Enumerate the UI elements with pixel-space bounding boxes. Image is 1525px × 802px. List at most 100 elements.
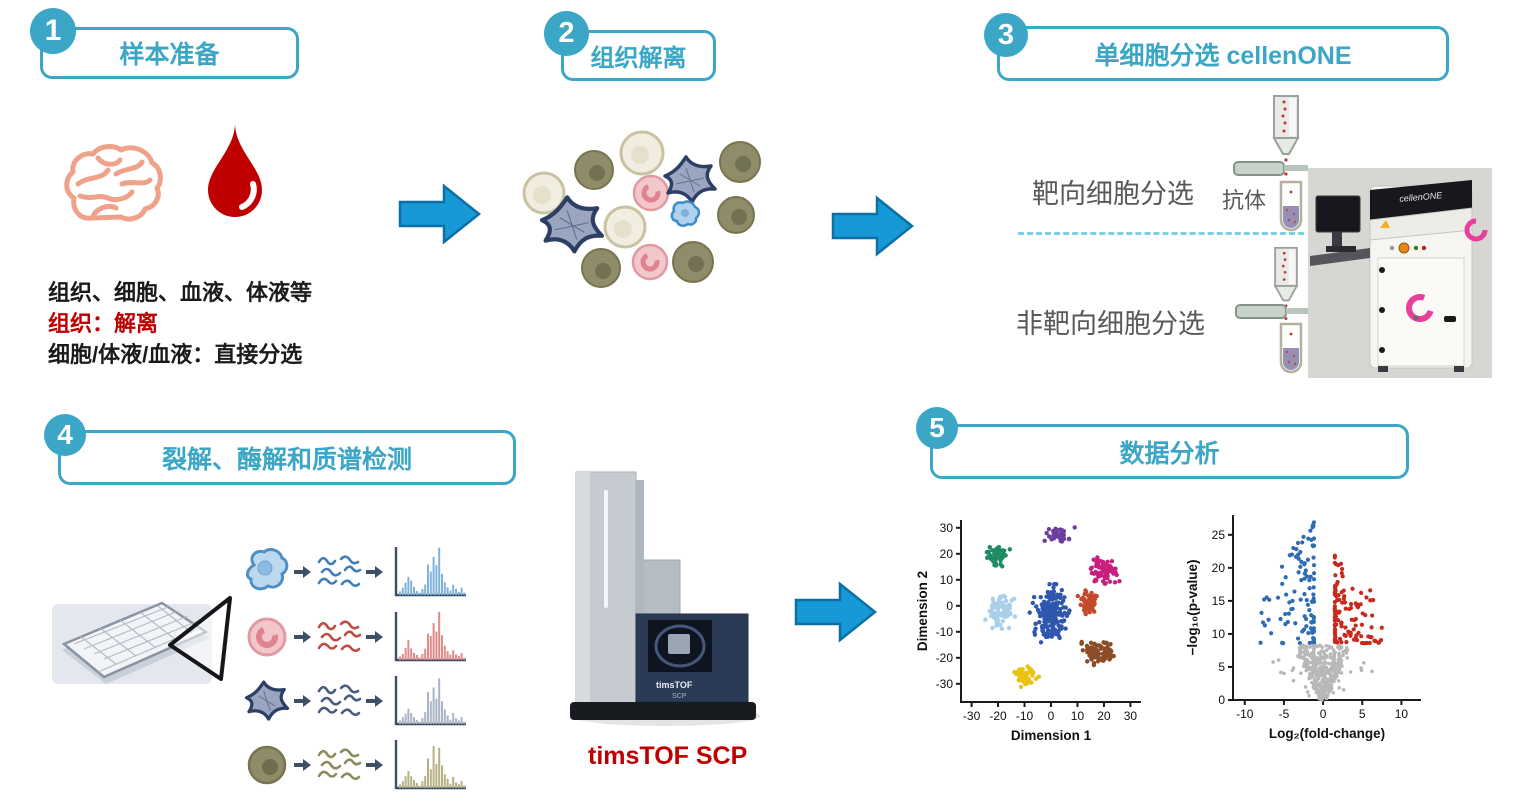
svg-text:-10: -10 bbox=[1016, 709, 1034, 723]
svg-text:10: 10 bbox=[1395, 707, 1409, 721]
collection-tube-bottom bbox=[1279, 322, 1303, 374]
svg-text:10: 10 bbox=[1212, 627, 1226, 641]
sample-types-text: 组织、细胞、血液、体液等 组织：解离 细胞/体液/血液：直接分选 bbox=[48, 277, 312, 370]
step-5-title-box: 数据分析 bbox=[930, 424, 1409, 479]
svg-text:-20: -20 bbox=[936, 651, 954, 665]
ms-row-blue bbox=[244, 543, 468, 601]
svg-text:5: 5 bbox=[1359, 707, 1366, 721]
olive-cells bbox=[574, 141, 761, 288]
timstof-label: timsTOF SCP bbox=[588, 742, 748, 770]
ms-row-olive bbox=[244, 736, 468, 794]
well-plate-and-magnifier bbox=[52, 596, 232, 684]
svg-text:25: 25 bbox=[1212, 528, 1226, 542]
right-arrow-icon bbox=[366, 695, 383, 707]
svg-text:0: 0 bbox=[1320, 707, 1327, 721]
svg-text:5: 5 bbox=[1218, 660, 1225, 674]
sample-line-1: 组织、细胞、血液、体液等 bbox=[48, 280, 313, 305]
blood-drop-icon bbox=[208, 123, 262, 217]
svg-text:20: 20 bbox=[1212, 561, 1226, 575]
step-2-badge: 2 bbox=[544, 11, 589, 56]
dispense-nozzle-bottom bbox=[1235, 304, 1310, 319]
timstof-instrument-illustration: timsTOF SCP bbox=[570, 471, 760, 726]
mass-spectrum-chart bbox=[394, 676, 466, 726]
step-4-title-box: 裂解、酶解和质谱检测 bbox=[58, 430, 516, 485]
svg-text:Dimension 1: Dimension 1 bbox=[1011, 728, 1092, 743]
timstof-panel-model: SCP bbox=[672, 693, 687, 700]
brain-icon bbox=[64, 144, 163, 222]
svg-text:-20: -20 bbox=[989, 709, 1007, 723]
svg-text:20: 20 bbox=[940, 547, 954, 561]
svg-text:0: 0 bbox=[946, 599, 953, 613]
untargeted-sorting-label: 非靶向细胞分选 bbox=[1016, 309, 1205, 339]
cell-funnel-top bbox=[1272, 95, 1300, 176]
blue-amoeba-cell bbox=[670, 200, 701, 227]
antibody-label: 抗体 bbox=[1222, 188, 1267, 213]
step-4-badge: 4 bbox=[44, 414, 86, 456]
cellenone-brand-text: cellenONE bbox=[1399, 190, 1444, 204]
right-arrow-icon bbox=[294, 759, 311, 771]
right-arrow-icon bbox=[366, 631, 383, 643]
mass-spectrum-chart bbox=[394, 740, 466, 790]
star-cells bbox=[539, 155, 717, 254]
mass-spectrum-chart bbox=[394, 611, 466, 662]
peptides-squiggle-icon bbox=[317, 748, 362, 781]
step-1-title: 样本准备 bbox=[119, 41, 220, 69]
svg-text:30: 30 bbox=[940, 521, 954, 535]
sample-line-3: 细胞/体液/血液：直接分选 bbox=[48, 342, 303, 367]
svg-text:-10: -10 bbox=[936, 625, 954, 639]
svg-text:−log₁₀(p-value): −log₁₀(p-value) bbox=[1185, 559, 1200, 655]
magnifier-triangle bbox=[168, 596, 232, 681]
flow-arrow-3 bbox=[794, 581, 878, 643]
peptides-squiggle-icon bbox=[317, 620, 362, 653]
flow-arrow-1 bbox=[398, 183, 482, 245]
svg-text:10: 10 bbox=[940, 573, 954, 587]
right-arrow-icon bbox=[294, 566, 311, 578]
sample-line-2: 组织：解离 bbox=[48, 311, 159, 336]
svg-text:15: 15 bbox=[1212, 594, 1226, 608]
pink-cell-icon bbox=[247, 617, 287, 657]
right-arrow-icon bbox=[366, 566, 383, 578]
blue-amoeba-cell-icon bbox=[245, 548, 289, 591]
sorting-divider bbox=[1018, 232, 1304, 235]
step-5-badge: 5 bbox=[916, 407, 958, 449]
step-4-title: 裂解、酶解和质谱检测 bbox=[161, 445, 412, 474]
svg-text:-5: -5 bbox=[1279, 707, 1290, 721]
svg-text:-10: -10 bbox=[1236, 707, 1254, 721]
targeted-sorting-label: 靶向细胞分选 bbox=[1032, 179, 1194, 209]
step-1-title-box: 样本准备 bbox=[40, 27, 299, 79]
svg-text:30: 30 bbox=[1124, 709, 1138, 723]
step-3-badge: 3 bbox=[984, 13, 1028, 57]
dispense-nozzle-top bbox=[1233, 161, 1308, 176]
right-arrow-icon bbox=[294, 631, 311, 643]
flow-arrow-2 bbox=[831, 195, 915, 257]
step-3-title: 单细胞分选 cellenONE bbox=[1094, 41, 1352, 70]
star-cell-icon bbox=[244, 680, 290, 721]
svg-text:-30: -30 bbox=[963, 709, 981, 723]
cell-funnel-bottom bbox=[1273, 246, 1299, 321]
ms-row-pink bbox=[244, 608, 468, 666]
step-5-title: 数据分析 bbox=[1119, 439, 1220, 468]
peptides-squiggle-icon bbox=[317, 555, 362, 588]
dissociated-cells-illustration bbox=[522, 130, 761, 288]
svg-text:0: 0 bbox=[1048, 709, 1055, 723]
svg-text:0: 0 bbox=[1218, 693, 1225, 707]
step-2-title: 组织解离 bbox=[590, 45, 687, 72]
cream-cells bbox=[522, 130, 665, 249]
step-2-title-box: 组织解离 bbox=[561, 30, 716, 81]
svg-text:10: 10 bbox=[1071, 709, 1085, 723]
svg-text:Dimension 2: Dimension 2 bbox=[915, 571, 930, 651]
collection-tube-top bbox=[1279, 180, 1303, 232]
cellenone-instrument-photo: cellenONE bbox=[1308, 168, 1492, 378]
timstof-panel-brand: timsTOF bbox=[656, 680, 693, 690]
svg-text:-30: -30 bbox=[936, 677, 954, 691]
peptides-squiggle-icon bbox=[317, 684, 362, 717]
ms-row-star bbox=[244, 672, 468, 730]
right-arrow-icon bbox=[294, 695, 311, 707]
svg-text:20: 20 bbox=[1097, 709, 1111, 723]
step-1-badge: 1 bbox=[30, 8, 76, 54]
right-arrow-icon bbox=[366, 759, 383, 771]
svg-text:Log₂(fold-change): Log₂(fold-change) bbox=[1269, 726, 1385, 741]
